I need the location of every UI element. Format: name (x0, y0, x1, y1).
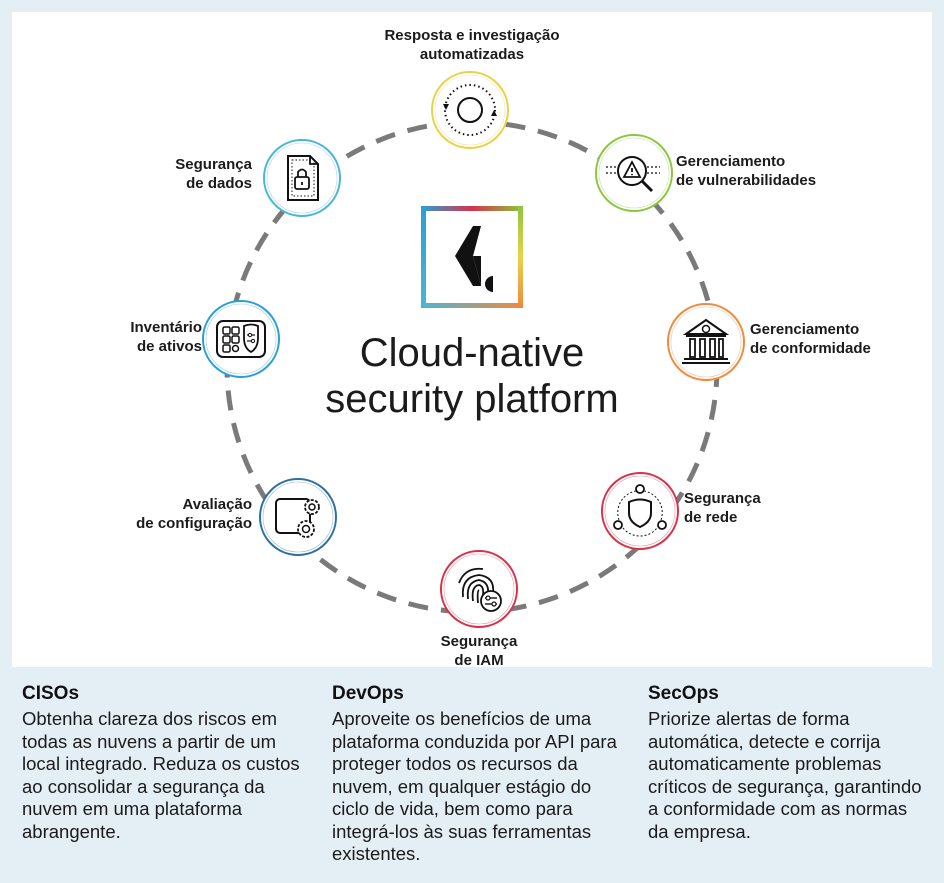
logo-mark-icon (421, 206, 523, 308)
node-label-conformidade: Gerenciamento de conformidade (750, 321, 871, 357)
platform-logo (421, 206, 523, 308)
refresh-cycle-icon (431, 71, 509, 149)
node-conformidade (665, 301, 747, 383)
diagram-canvas: Cloud-native security platform Resposta … (12, 12, 932, 669)
platform-title: Cloud-native security platform (325, 331, 619, 421)
network-shield-icon (601, 472, 679, 550)
node-rede (599, 470, 681, 552)
panel-text: Aproveite os benefícios de uma plataform… (332, 708, 617, 864)
panel-heading: CISOs (22, 683, 80, 704)
node-inventario (200, 298, 282, 380)
panel-text: Obtenha clareza dos riscos em todas as n… (22, 708, 300, 842)
panel-heading: DevOps (332, 683, 404, 704)
node-label-iam: Segurança de IAM (440, 633, 518, 669)
node-iam (438, 548, 520, 630)
panel-devops: DevOps Aproveite os benefícios de uma pl… (322, 676, 631, 880)
panel-secops: SecOps Priorize alertas de forma automát… (638, 676, 932, 880)
node-vulnerabilidades (593, 132, 675, 214)
panel-heading: SecOps (648, 683, 719, 704)
node-label-configuracao: Avaliação de configuração (136, 496, 252, 532)
asset-grid-shield-icon (202, 300, 280, 378)
node-label-resposta: Resposta e investigação automatizadas (384, 27, 560, 63)
document-lock-icon (263, 139, 341, 217)
fingerprint-settings-icon (440, 550, 518, 628)
node-label-dados: Segurança de dados (175, 156, 252, 192)
node-resposta (429, 69, 511, 151)
node-label-inventario: Inventário de ativos (130, 319, 202, 355)
panel-cisos: CISOs Obtenha clareza dos riscos em toda… (12, 676, 315, 880)
panel-text: Priorize alertas de forma automática, de… (648, 708, 922, 842)
node-label-vulnerabilidades: Gerenciamento de vulnerabilidades (676, 153, 817, 189)
institution-columns-icon (667, 303, 745, 381)
node-configuracao (257, 476, 339, 558)
warning-magnifier-icon (595, 134, 673, 212)
node-dados (261, 137, 343, 219)
node-label-rede: Segurança de rede (684, 490, 761, 526)
window-gears-icon (259, 478, 337, 556)
